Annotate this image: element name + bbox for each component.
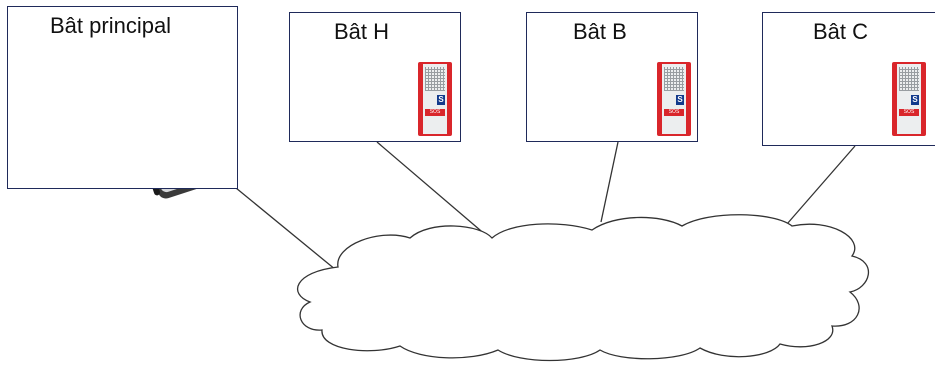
- sos-button: SOS: [664, 109, 684, 116]
- building-h-label: Bât H: [334, 19, 390, 44]
- intercom-logo: S: [437, 95, 445, 105]
- edge-c-network: [786, 145, 856, 225]
- building-main-label: Bât principal: [50, 13, 172, 38]
- network-cloud: [297, 214, 870, 362]
- intercom-logo: S: [911, 95, 919, 105]
- sos-button: SOS: [425, 109, 445, 116]
- sos-intercom-icon: S SOS: [657, 62, 691, 136]
- building-b-box: Bât B S SOS: [526, 12, 698, 142]
- edge-h-network: [376, 141, 488, 237]
- speaker-grill: [899, 67, 919, 91]
- speaker-grill: [664, 67, 684, 91]
- edge-b-network: [600, 141, 619, 223]
- building-c-label: Bât C: [813, 19, 869, 44]
- edge-main-network: [235, 187, 337, 271]
- intercom-logo: S: [676, 95, 684, 105]
- building-c-box: Bât C S SOS: [762, 12, 935, 146]
- sos-button: SOS: [899, 109, 919, 116]
- sos-intercom-icon: S SOS: [418, 62, 452, 136]
- building-b-label: Bât B: [573, 19, 627, 44]
- speaker-grill: [425, 67, 445, 91]
- sos-intercom-icon: S SOS: [892, 62, 926, 136]
- building-main-box: Bât principal: [7, 6, 238, 189]
- building-h-box: Bât H S SOS: [289, 12, 461, 142]
